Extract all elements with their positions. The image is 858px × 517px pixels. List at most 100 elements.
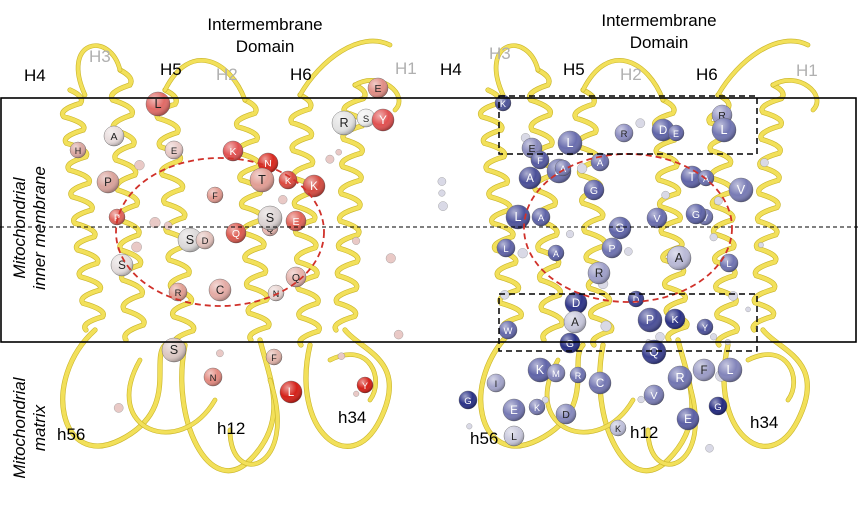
right-residue-shade-55 (693, 359, 715, 381)
matrix-label-line1: Mitochondrial (10, 377, 29, 479)
left-residue-19: R (168, 282, 188, 302)
right-residue-48: R (667, 365, 693, 391)
right-residue-letter-10: A (526, 172, 534, 185)
right-residue-9: F (530, 150, 550, 170)
right-residue-36: Y (696, 318, 714, 336)
right-residue-letter-24: L (726, 259, 731, 270)
right-residue-51: K (609, 419, 627, 437)
membrane-box (0, 97, 857, 343)
right-small-atom-18 (705, 444, 714, 453)
right-loop-top-1 (494, 44, 540, 97)
helix-label-h3-right: H3 (489, 44, 511, 63)
left-small-atom-3 (113, 403, 124, 413)
right-residue-letter-36: Y (702, 323, 708, 333)
right-small-atom-19 (500, 290, 510, 300)
left-residue-27: E (367, 77, 389, 99)
left-small-atom-1 (278, 195, 288, 205)
right-small-atom-21 (466, 423, 473, 430)
left-residue-shade-18 (258, 206, 282, 230)
right-helix-6 (751, 83, 786, 332)
right-residue-letter-27: P (608, 243, 615, 255)
right-residue-34: W (498, 320, 518, 340)
right-residue-30: D (564, 291, 588, 315)
right-small-atom-22 (517, 248, 528, 259)
right-residue-shade-42 (644, 385, 664, 405)
left-loop-matrix-a (127, 358, 217, 434)
left-residue-shade-19 (169, 283, 187, 301)
right-residue-shade-51 (610, 420, 626, 436)
loop-label-h12-right: h12 (630, 423, 659, 442)
right-residue-shade-9 (531, 151, 549, 169)
right-residue-letter-23: V (737, 183, 746, 197)
right-residue-letter-2: E (528, 143, 535, 155)
right-residue-letter-4: R (621, 129, 628, 140)
left-residue-shade-10 (303, 175, 325, 197)
helix-label-h5-left: H5 (160, 60, 182, 79)
left-residue-shade-31 (266, 349, 282, 365)
right-residue-shade-47 (556, 404, 576, 424)
left-residue-letter-23: S (170, 343, 178, 357)
left-residue-4: E (164, 140, 184, 160)
left-residue-12: Q (225, 222, 247, 244)
left-residue-14: D (195, 230, 215, 250)
right-residue-letter-34: W (504, 326, 513, 337)
right-residue-letter-46: K (534, 403, 540, 413)
left-residue-shade-15 (111, 254, 133, 276)
right-residue-letter-20: G (615, 222, 624, 235)
right-small-atom-24 (709, 233, 718, 242)
left-small-atom-14 (131, 241, 142, 253)
left-residue-shade-22 (286, 267, 306, 287)
right-loop-matrix-c (746, 352, 796, 402)
right-residue-shade-49 (709, 397, 727, 415)
right-small-atom-17 (710, 333, 718, 341)
right-residue-letter-28: A (675, 251, 684, 265)
left-residue-letter-22: Q (292, 272, 300, 284)
right-residue-shade-17 (647, 208, 667, 228)
left-small-atom-9 (149, 217, 161, 229)
right-small-atom-9 (577, 163, 588, 174)
left-small-atom-6 (134, 160, 145, 171)
right-residue-41: R (569, 366, 587, 384)
left-residue-letter-14: D (202, 236, 209, 247)
right-residue-letter-1: K (500, 99, 506, 109)
right-residue-shade-50 (677, 408, 699, 430)
right-residue-shade-8 (712, 118, 736, 142)
left-residue-shade-6 (207, 187, 223, 203)
right-residue-shade-37 (560, 333, 580, 353)
helix-label-h3-left: H3 (89, 47, 111, 66)
left-residue-letter-29: S (363, 114, 369, 125)
left-residue-26: Y (356, 376, 374, 394)
right-residue-shade-27 (602, 238, 622, 258)
left-helix-5 (289, 93, 322, 347)
left-residue-shade-14 (196, 231, 214, 249)
left-small-atom-2 (393, 329, 404, 340)
right-residue-35: A (563, 310, 587, 334)
right-residue-shade-31 (628, 291, 644, 307)
left-loop-h12 (179, 338, 276, 473)
right-residue-letter-53: Q (649, 345, 659, 359)
right-residue-shade-45 (503, 399, 525, 421)
right-loop-top-4 (771, 78, 819, 112)
right-residue-shade-10 (519, 167, 541, 189)
right-residue-19: A (531, 207, 551, 227)
right-residue-letter-5: D (659, 124, 667, 137)
left-residue-21: N (267, 284, 285, 302)
right-residue-39: M (546, 363, 566, 383)
right-residue-letter-18: L (514, 210, 521, 224)
helix-label-h6-right: H6 (696, 65, 718, 84)
domain-label-left: Intermembrane Domain (190, 14, 340, 58)
right-helix-3 (573, 88, 614, 347)
left-residue-17: E (285, 210, 307, 232)
right-residue-46: K (528, 398, 546, 416)
right-small-atom-29 (655, 332, 665, 342)
left-residue-letter-15: S (118, 259, 126, 272)
right-residue-6: E (667, 124, 685, 142)
left-residue-15: S (110, 253, 134, 277)
right-residue-shade-33 (638, 308, 662, 332)
loop-label-h56-right: h56 (470, 429, 499, 448)
right-residue-22: G (685, 203, 707, 225)
helix-label-h1-right: H1 (796, 61, 818, 80)
left-residue-10: K (302, 174, 326, 198)
right-small-atom-28 (437, 177, 447, 186)
